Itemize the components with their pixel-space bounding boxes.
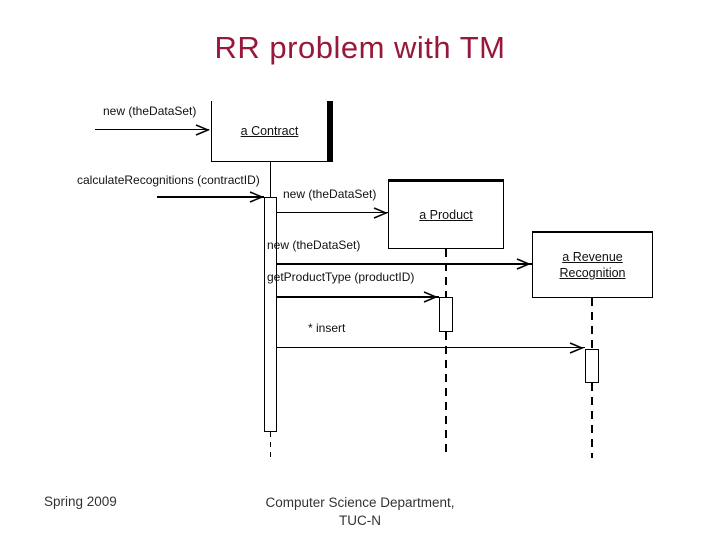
message-label: * insert bbox=[308, 321, 346, 335]
activation-bar-product bbox=[439, 297, 453, 332]
activation-bar-contract bbox=[264, 197, 277, 432]
open-arrowhead-icon bbox=[569, 342, 584, 354]
footer-date: Spring 2009 bbox=[44, 494, 117, 509]
object-label: a Product bbox=[419, 208, 473, 222]
message-label: new (theDataSet) bbox=[267, 238, 361, 252]
object-label: a Revenue bbox=[562, 250, 623, 264]
open-arrowhead-icon bbox=[195, 124, 210, 136]
open-arrowhead-icon bbox=[516, 258, 531, 270]
lifeline-revenue-upper bbox=[591, 298, 593, 349]
footer-department-line2: TUC-N bbox=[339, 513, 381, 528]
open-arrowhead-icon bbox=[373, 207, 388, 219]
activation-bar-revenue bbox=[585, 349, 599, 383]
open-arrowhead-icon bbox=[423, 291, 438, 303]
lifeline-product-lower bbox=[445, 332, 447, 458]
message-label: new (theDataSet) bbox=[283, 187, 377, 201]
object-box-contract: a Contract bbox=[211, 101, 333, 162]
footer-department: Computer Science Department, TUC-N bbox=[180, 494, 540, 530]
page-title: RR problem with TM bbox=[214, 30, 506, 65]
message-label: calculateRecognitions (contractID) bbox=[77, 173, 260, 187]
object-box-product: a Product bbox=[388, 179, 504, 249]
message-line bbox=[277, 263, 532, 265]
message-line bbox=[277, 347, 585, 349]
footer-department-line1: Computer Science Department, bbox=[265, 495, 455, 510]
object-label: a Contract bbox=[240, 124, 299, 138]
lifeline-product-upper bbox=[445, 249, 447, 297]
open-arrowhead-icon bbox=[249, 191, 264, 203]
message-line bbox=[157, 196, 264, 198]
message-line bbox=[277, 212, 388, 214]
message-label: getProductType (productID) bbox=[267, 270, 415, 284]
lifeline-contract-upper bbox=[270, 162, 272, 197]
message-label: new (theDataSet) bbox=[103, 104, 197, 118]
lifeline-contract-lower bbox=[270, 432, 272, 462]
object-box-revenue-recognition: a Revenue Recognition bbox=[532, 231, 653, 298]
message-line bbox=[95, 129, 209, 131]
message-line bbox=[277, 296, 439, 298]
object-label: Recognition bbox=[559, 266, 626, 280]
lifeline-revenue-lower bbox=[591, 383, 593, 458]
